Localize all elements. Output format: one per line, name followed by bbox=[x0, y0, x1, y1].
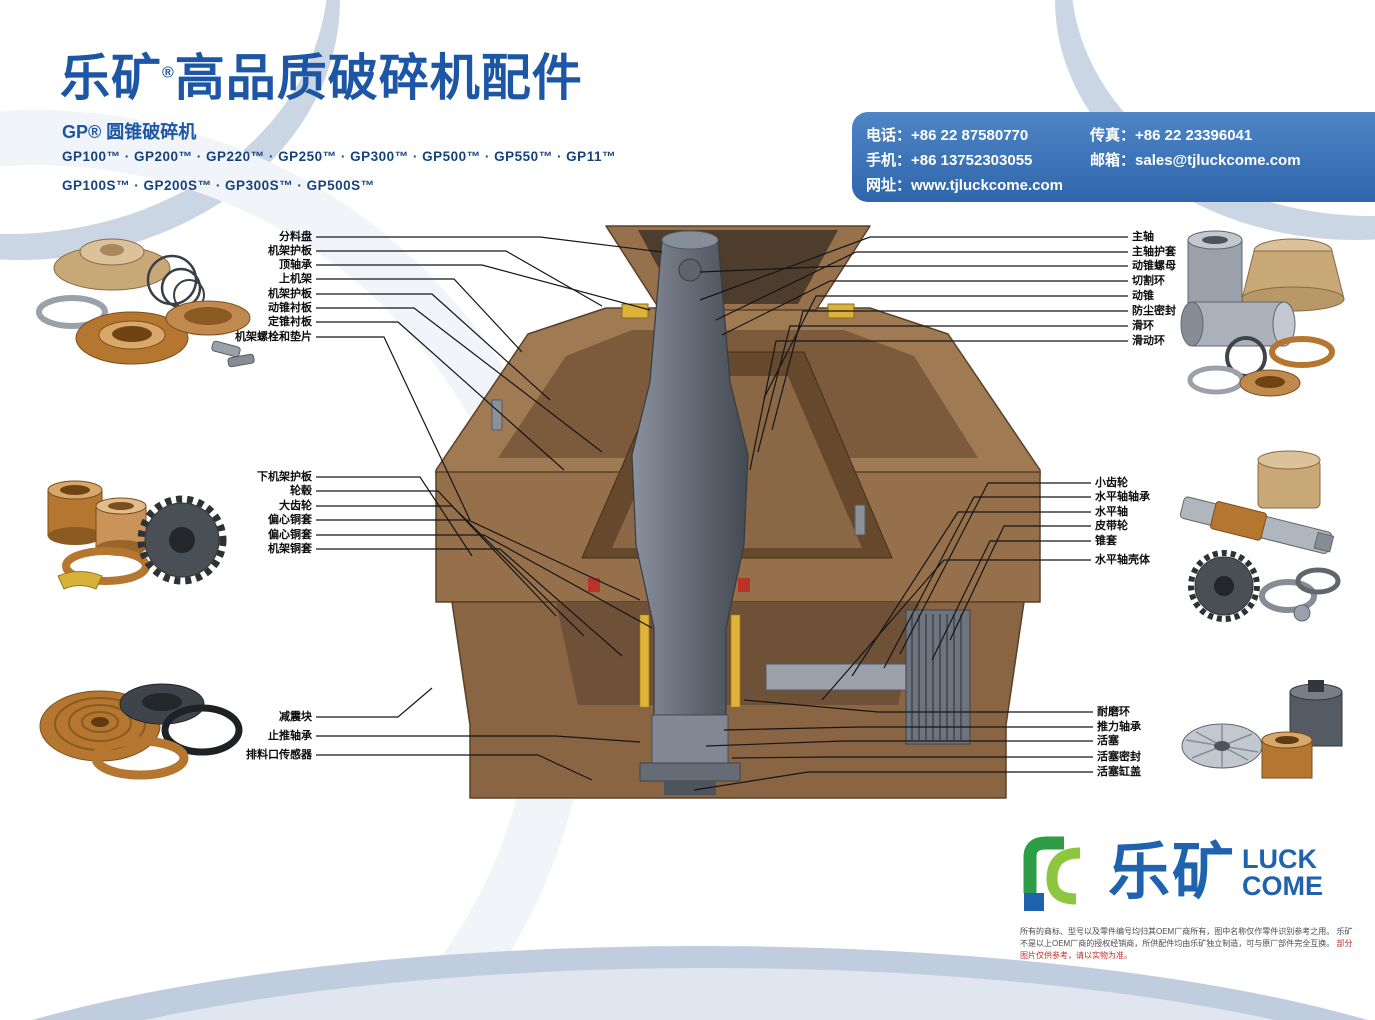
photo-cluster-top-left bbox=[36, 238, 255, 368]
email-value: sales@tjluckcome.com bbox=[1135, 152, 1301, 169]
series-title: GP® 圆锥破碎机 bbox=[62, 122, 197, 142]
contact-row-1: 电话：+86 22 87580770 传真：+86 22 23396041 bbox=[866, 123, 1375, 148]
logo-en-line1: LUCK bbox=[1242, 844, 1318, 874]
part-label: 活塞 bbox=[1097, 735, 1119, 747]
part-label: 锥套 bbox=[1095, 535, 1117, 547]
part-label: 水平轴壳体 bbox=[1095, 554, 1150, 566]
fax-label: 传真： bbox=[1090, 127, 1136, 144]
part-label: 分料盘 bbox=[279, 231, 312, 243]
mobile-cell: 手机：+86 13752303055 bbox=[866, 148, 1090, 173]
part-label: 机架护板 bbox=[268, 245, 312, 257]
part-label: 下机架护板 bbox=[257, 471, 312, 483]
models-line-1: GP100™ · GP200™ · GP220™ · GP250™ · GP30… bbox=[62, 149, 616, 164]
phone-cell: 电话：+86 22 87580770 bbox=[866, 123, 1090, 148]
part-label: 小齿轮 bbox=[1095, 477, 1128, 489]
website-cell: 网址：www.tjluckcome.com bbox=[866, 173, 1063, 198]
mobile-value: +86 13752303055 bbox=[911, 152, 1033, 169]
part-label: 动锥 bbox=[1132, 290, 1154, 302]
photo-cluster-left-middle bbox=[47, 480, 227, 590]
company-logo: 乐矿 LUCK COME bbox=[1016, 831, 1323, 915]
fax-value: +86 22 23396041 bbox=[1135, 127, 1253, 144]
part-label: 偏心铜套 bbox=[268, 529, 312, 541]
photo-cluster-bottom-right bbox=[1181, 680, 1343, 779]
email-cell: 邮箱：sales@tjluckcome.com bbox=[1090, 148, 1301, 173]
part-label: 主轴 bbox=[1132, 231, 1154, 243]
part-label: 机架护板 bbox=[268, 288, 312, 300]
part-label: 耐磨环 bbox=[1097, 706, 1130, 718]
crusher-cross-section bbox=[435, 225, 1041, 799]
logo-en-line2: COME bbox=[1242, 871, 1324, 901]
page-title: 乐矿®高品质破碎机配件 bbox=[60, 38, 583, 110]
part-label: 止推轴承 bbox=[268, 730, 312, 742]
part-label: 主轴护套 bbox=[1132, 246, 1176, 258]
part-label: 机架铜套 bbox=[268, 543, 312, 555]
brand-name: 乐矿 bbox=[60, 50, 162, 106]
part-label: 定锥衬板 bbox=[268, 316, 312, 328]
part-label: 动锥衬板 bbox=[268, 302, 312, 314]
part-label: 滑环 bbox=[1132, 320, 1154, 332]
part-label: 排料口传感器 bbox=[246, 749, 312, 761]
part-label: 上机架 bbox=[279, 273, 312, 285]
mobile-label: 手机： bbox=[866, 152, 912, 169]
photo-cluster-top-right bbox=[1180, 230, 1345, 397]
title-rest: 高品质破碎机配件 bbox=[174, 50, 583, 106]
part-label: 顶轴承 bbox=[279, 259, 312, 271]
fax-cell: 传真：+86 22 23396041 bbox=[1090, 123, 1252, 148]
part-label: 切割环 bbox=[1132, 275, 1165, 287]
part-label: 水平轴 bbox=[1095, 506, 1128, 518]
contact-row-3: 网址：www.tjluckcome.com bbox=[866, 173, 1375, 198]
phone-value: +86 22 87580770 bbox=[911, 127, 1029, 144]
disclaimer-line1: 所有的商标、型号以及零件编号均归其OEM厂商所有，图中名称仅作零件识别参考之用。 bbox=[1020, 927, 1335, 936]
logo-mark-icon bbox=[1023, 836, 1081, 911]
email-label: 邮箱： bbox=[1090, 152, 1136, 169]
phone-label: 电话： bbox=[866, 127, 912, 144]
photo-cluster-right-middle bbox=[1179, 450, 1341, 622]
models-line-2: GP100S™ · GP200S™ · GP300S™ · GP500S™ bbox=[62, 178, 375, 193]
part-label: 大齿轮 bbox=[279, 500, 312, 512]
part-label: 减震块 bbox=[279, 711, 312, 723]
part-label: 机架螺栓和垫片 bbox=[235, 331, 312, 343]
disclaimer-line3: 部分图片仅供参考，请以实物为准。 bbox=[1020, 939, 1353, 960]
contact-row-2: 手机：+86 13752303055 邮箱：sales@tjluckcome.c… bbox=[866, 148, 1375, 173]
part-label: 推力轴承 bbox=[1097, 721, 1141, 733]
part-label: 活塞密封 bbox=[1097, 751, 1141, 763]
part-label: 水平轴轴承 bbox=[1095, 491, 1150, 503]
part-label: 动锥螺母 bbox=[1132, 260, 1176, 272]
logo-chinese-name: 乐矿 bbox=[1108, 838, 1237, 907]
part-label: 活塞缸盖 bbox=[1097, 766, 1141, 778]
part-label: 皮带轮 bbox=[1095, 520, 1128, 532]
part-label: 防尘密封 bbox=[1132, 305, 1176, 317]
disclaimer-line2: 乐矿不是以上OEM厂商的授权经销商，所供配件均由乐矿独立制造，可与原厂部件完全互… bbox=[1020, 927, 1353, 948]
registered-mark: ® bbox=[162, 64, 175, 82]
website-label: 网址： bbox=[866, 177, 912, 194]
disclaimer-text: 所有的商标、型号以及零件编号均归其OEM厂商所有，图中名称仅作零件识别参考之用。… bbox=[1020, 926, 1360, 962]
leader-lines bbox=[316, 236, 1128, 791]
website-value: www.tjluckcome.com bbox=[911, 177, 1064, 194]
part-label: 滑动环 bbox=[1132, 335, 1165, 347]
logo-english-name: LUCK COME bbox=[1242, 846, 1323, 900]
contact-band: 电话：+86 22 87580770 传真：+86 22 23396041 手机… bbox=[852, 112, 1375, 202]
part-label: 偏心铜套 bbox=[268, 514, 312, 526]
part-label: 轮毂 bbox=[290, 485, 312, 497]
photo-cluster-bottom-left bbox=[39, 683, 243, 780]
